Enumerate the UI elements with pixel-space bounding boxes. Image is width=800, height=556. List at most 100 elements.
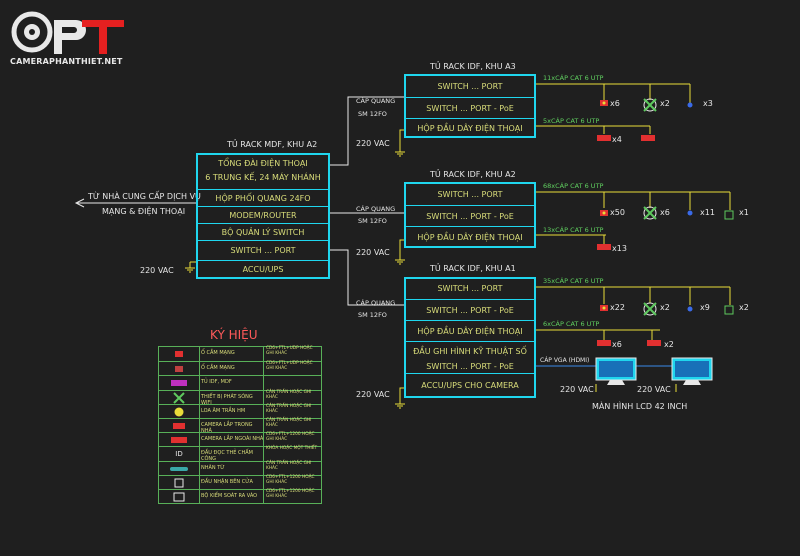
legend-row-note: CD6+FTL+1200 HOẶC GHI KHÁC: [263, 432, 321, 448]
idf-a2-row-phone: HỘP ĐẦU DÂY ĐIỆN THOẠI: [406, 226, 534, 248]
idf-a3-phone-bus: [536, 125, 651, 134]
idf-a1-count-ap: x2: [660, 303, 670, 312]
monitor-1-icon: [595, 357, 637, 385]
idf-a2-count-ap: x6: [660, 208, 670, 217]
legend-row-symbol: ID: [159, 447, 200, 462]
idf-a2-count-reader: x1: [739, 208, 749, 217]
legend-row-name: BỘ KIỂM SOÁT RA VÀO: [201, 493, 258, 499]
idf-a1-ap-icon: [643, 302, 657, 316]
legend-row-symbol: [159, 475, 200, 490]
legend-row-symbol: [159, 433, 200, 448]
idf-a3-ground: [395, 146, 405, 157]
source-arrow: [74, 198, 196, 208]
source-label-line1: TỪ NHÀ CUNG CẤP DỊCH VỤ: [88, 192, 201, 201]
legend-row-note: CÂN TRẦN HOẶC GHI KHÁC: [263, 418, 321, 434]
legend-row-note: CÂN TRẦN HOẶC GHI KHÁC: [263, 404, 321, 419]
legend-row-name: TỦ IDF, MDF: [201, 379, 232, 386]
legend-wifi-ap-icon: [173, 391, 185, 404]
legend-row: TỦ IDF, MDF: [159, 375, 321, 391]
idf-a2-count-cam: x11: [700, 208, 715, 217]
idf-a2-link: CÁP QUANG: [356, 205, 396, 213]
mdf-row-pbx-line1: TỔNG ĐÀI ĐIỆN THOẠI: [218, 159, 308, 168]
idf-a3-phone2-icon: [641, 135, 655, 141]
idf-a1-reader-icon: [724, 305, 734, 315]
idf-a2-cable1: 68xCÁP CAT 6 UTP: [543, 182, 604, 190]
fiber-to-a3: [330, 96, 404, 166]
idf-a1-row-poe: SWITCH ... PORT - PoE: [406, 299, 534, 320]
legend-row-note: [263, 376, 321, 391]
legend-row-name: ĐẦU ĐỌC THẺ CHẤM CÔNG: [201, 450, 253, 463]
monitor-2-icon: [671, 357, 713, 385]
idf-a1-count-bullet: x2: [664, 340, 674, 349]
idf-a2-ground: [395, 254, 405, 265]
fiber-to-a1: [330, 249, 404, 306]
legend-bar-icon: [170, 466, 188, 471]
idf-a2-phone-icon: [597, 244, 611, 250]
idf-a1-count-phone: x6: [612, 340, 622, 349]
idf-a2-title: TỦ RACK IDF, KHU A2: [430, 170, 516, 179]
legend-row-name: CAMERA LẮP NGOÀI NHÀ: [201, 436, 264, 443]
idf-a3-row-switch: SWITCH ... PORT: [437, 82, 503, 91]
mdf-ground: [185, 262, 195, 273]
idf-a3-camera-icon: [687, 102, 693, 108]
mdf-row-switch: SWITCH ... PORT: [198, 240, 328, 260]
idf-a1-cable2: 6xCÁP CAT 6 UTP: [543, 320, 600, 328]
mdf-rack: TỔNG ĐÀI ĐIỆN THOẠI 6 TRUNG KẾ, 24 MÁY N…: [196, 153, 330, 279]
legend-row-note: KHÓA HOẶC MỘT THIẾT: [263, 446, 321, 462]
idf-a1-camera-icon: [687, 306, 693, 312]
wiring-layer: [74, 83, 731, 409]
legend-row-symbol: [159, 390, 200, 405]
idf-a2-power-feed: [399, 239, 404, 254]
idf-a2-camera-icon: [687, 210, 693, 216]
mdf-power: 220 VAC: [140, 266, 174, 275]
idf-a2-count-phone: x13: [612, 244, 627, 253]
idf-a3-count-ap: x2: [660, 99, 670, 108]
idf-a3-count-outlet: x6: [610, 99, 620, 108]
legend-rack-icon: [171, 380, 187, 387]
legend-row-name: NHÃN TỪ: [201, 464, 225, 471]
legend-bullet-camera-icon: [171, 437, 187, 444]
legend-row-symbol: [159, 376, 200, 391]
legend-row-name: CAMERA LẮP TRONG NHÀ: [201, 422, 253, 434]
legend-row-note: CD6+FTL+UDP HOẶC GHI KHÁC: [263, 346, 321, 362]
idf-a1-bullet-icon: [647, 340, 661, 346]
legend-row-note: CD6+FTL+1200 HOẶC GHI KHÁC: [263, 489, 321, 505]
idf-a3-title: TỦ RACK IDF, KHU A3: [430, 62, 516, 71]
legend-row-note: CD6+FTL+1200 HOẶC GHI KHÁC: [263, 475, 321, 490]
brand-logo: [10, 10, 140, 70]
legend-dome-camera-icon: [173, 423, 185, 430]
legend-row-note: CD6+FTL+UDP HOẶC GHI KHÁC: [263, 361, 321, 377]
legend-speaker-icon: [174, 407, 184, 417]
legend-data-outlet-icon: [175, 351, 183, 358]
idf-a2-count-outlet: x50: [610, 208, 625, 217]
mdf-row-pbx-line2: 6 TRUNG KẾ, 24 MÁY NHÁNH: [205, 173, 321, 183]
idf-a1-cable1: 35xCÁP CAT 6 UTP: [543, 277, 604, 285]
idf-a1-count-outlet: x22: [610, 303, 625, 312]
mdf-row-switch-manager: BỘ QUẢN LÝ SWITCH: [198, 223, 328, 240]
idf-a2-power: 220 VAC: [356, 248, 390, 257]
idf-a3-data-bus: [536, 83, 691, 103]
idf-a1-power-feed: [399, 387, 404, 398]
legend-row-symbol: [159, 347, 200, 362]
source-label-line2: MẠNG & ĐIỆN THOẠI: [102, 207, 186, 216]
idf-a1-row-nvr-line1: ĐẦU GHI HÌNH KỸ THUẬT SỐ: [413, 347, 527, 356]
idf-a3-count-cam: x3: [703, 99, 713, 108]
idf-a3-phone-icon: [597, 135, 611, 141]
idf-a2-row-switch: SWITCH ... PORT: [437, 190, 503, 199]
idf-a3-power: 220 VAC: [356, 139, 390, 148]
idf-a1-phone-icon: [597, 340, 611, 346]
idf-a2-rack: SWITCH ... PORT SWITCH ... PORT - PoE HỘ…: [404, 182, 536, 248]
legend-door-reader-icon: [174, 478, 184, 488]
idf-a3-link-spec: SM 12FO: [358, 110, 387, 118]
display-power1: 220 VAC: [560, 385, 594, 394]
idf-a3-rack: SWITCH ... PORT SWITCH ... PORT - PoE HỘ…: [404, 74, 536, 138]
idf-a1-power: 220 VAC: [356, 390, 390, 399]
idf-a1-rack: SWITCH ... PORT SWITCH ... PORT - PoE HỘ…: [404, 277, 536, 398]
